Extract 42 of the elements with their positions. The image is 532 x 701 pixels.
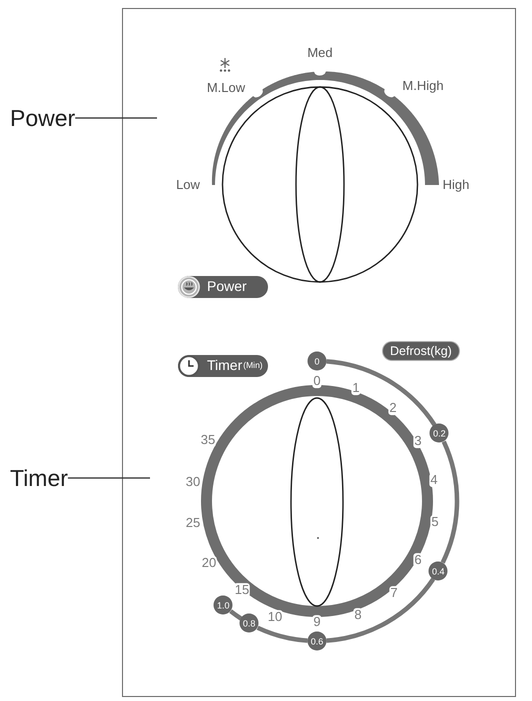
power-pill: [178, 276, 268, 298]
scale-dot: 0.2: [430, 424, 449, 443]
scale-dot: 1.0: [214, 596, 233, 615]
dial-number: 7: [389, 586, 399, 600]
dial-number: 2: [388, 401, 398, 415]
dial-number: 0: [312, 374, 322, 388]
power-level-label: M.High: [401, 79, 445, 93]
power-level-label: Med: [306, 46, 334, 60]
leader-line: [68, 477, 150, 479]
scale-dot: 0.6: [308, 632, 326, 650]
dial-number: 20: [200, 556, 218, 570]
power-level-label: High: [442, 178, 470, 192]
power-level-label: Low: [175, 178, 201, 192]
defrost-track-line: [326, 578, 436, 643]
dial-number: 10: [266, 610, 284, 624]
defrost-track-line: [326, 359, 436, 426]
power-level-label: M.Low: [206, 81, 246, 95]
dial-number: 9: [312, 615, 322, 629]
leader-line: [75, 117, 157, 119]
dial-number: 3: [413, 434, 423, 448]
dial-number: 4: [429, 473, 439, 487]
callout-text: Timer: [10, 464, 68, 492]
pill-text: Timer: [207, 358, 242, 374]
dial-number: 25: [184, 516, 202, 530]
dial-number: 1: [351, 381, 361, 395]
defrost-track-line: [440, 440, 460, 564]
dial-number: 30: [184, 475, 202, 489]
dial-number: 6: [413, 553, 423, 567]
scale-dot: 0.4: [428, 562, 448, 580]
dial-number: 15: [234, 583, 250, 597]
defrost-track-line: [229, 609, 242, 620]
dial-number: 8: [353, 608, 363, 622]
timer-pill: [178, 355, 268, 377]
defrost-track-line: [256, 626, 308, 643]
scale-dot: 0: [308, 352, 326, 370]
defrost-pill: Defrost(kg): [383, 342, 459, 360]
scale-dot: 0.8: [240, 614, 259, 633]
callout-text: Power: [10, 104, 76, 132]
dial-number: 35: [200, 433, 216, 447]
pill-text: Power: [207, 279, 247, 295]
unit-text: (Min): [243, 361, 263, 371]
dial-number: 5: [430, 515, 440, 529]
